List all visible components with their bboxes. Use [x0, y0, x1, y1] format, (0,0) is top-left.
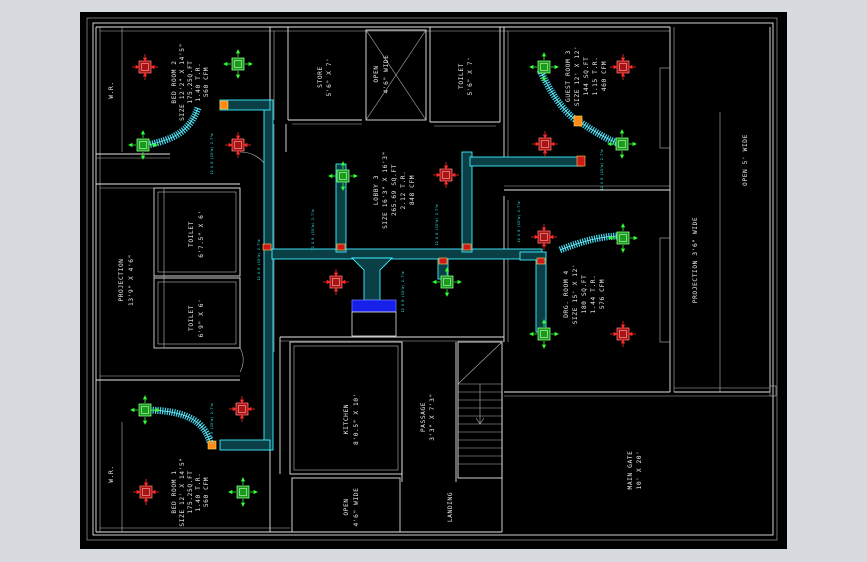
- red-square-grille-icon: [531, 130, 559, 158]
- store-name: STORE: [317, 66, 324, 88]
- projection-left-name: PROJECTION: [118, 258, 125, 301]
- lobby-tr: 2.12 T.R.: [400, 171, 407, 210]
- passage-name: PASSAGE: [420, 402, 427, 432]
- red-square-grille-icon: [530, 223, 558, 251]
- green-square-diffuser-icon: [228, 477, 258, 507]
- green-square-diffuser-icon: [529, 319, 559, 349]
- drg4-size: SIZE 15' X 12': [572, 264, 579, 325]
- toilet-b-size: 6'9" X 6': [198, 299, 205, 338]
- green-square-diffuser-icon: [529, 52, 559, 82]
- red-square-grille-icon: [609, 320, 637, 348]
- red-square-grille-icon: [224, 131, 252, 159]
- drg4-area: 180 SQ.FT: [581, 275, 588, 314]
- flex-ducts: [141, 68, 622, 444]
- bed2-area: 175.25Q.FT: [187, 60, 194, 103]
- red-square-grille-icon: [322, 268, 350, 296]
- duct-label: 12 X 8 (15"ø) 2.7"ø: [257, 239, 261, 281]
- guest3-area: 144 SQ.FT: [583, 57, 590, 96]
- toilet-a-size: 6'7.5" X 6': [198, 210, 205, 258]
- green-square-diffuser-icon: [128, 130, 158, 160]
- drg4-name: DRG. ROOM 4: [563, 270, 570, 318]
- drg4-cfm: 576 CFM: [599, 279, 606, 309]
- lobby-name: LOBBY 3: [373, 175, 380, 205]
- green-square-diffuser-icon: [130, 395, 160, 425]
- ahu-unit-icon: [351, 299, 397, 337]
- bed2-size: SIZE 12'2" X 14'5": [179, 43, 186, 121]
- bed2-name: BED ROOM 2: [171, 60, 178, 103]
- hvac-floor-plan[interactable]: W.R. BED ROOM 2 SIZE 12'2" X 14'5" 175.2…: [80, 12, 787, 549]
- bed1-size: SIZE 12' X 14'5": [179, 457, 186, 526]
- bed2-cfm: 560 CFM: [203, 67, 210, 97]
- projection-right-label: PROJECTION 3'6" WIDE: [692, 217, 699, 304]
- lobby-area: 265.69 SQ.FT: [391, 164, 398, 216]
- duct-label: 12 X 8 (15"ø) 2.7"ø: [210, 133, 214, 175]
- open-bottom-name: OPEN: [343, 498, 350, 515]
- store-size: 5'6" X 7': [326, 58, 333, 97]
- duct-network: [219, 99, 583, 451]
- drg4-tr: 1.44 T.R.: [590, 275, 597, 314]
- wr-label-bottom: W.R.: [108, 465, 115, 482]
- green-square-diffuser-icon: [432, 267, 462, 297]
- red-square-grille-icon: [132, 478, 160, 506]
- green-square-diffuser-icon: [608, 223, 638, 253]
- duct-label: 12 X 8 (15"ø) 2.7"ø: [311, 209, 315, 251]
- open-top-name: OPEN: [373, 65, 380, 82]
- bed1-cfm: 560 CFM: [203, 477, 210, 507]
- lobby-size: SIZE 16'3" X 16'3": [382, 151, 389, 229]
- dampers: [207, 100, 586, 450]
- green-square-diffuser-icon: [223, 49, 253, 79]
- kitchen-name: KITCHEN: [343, 404, 350, 434]
- sheet-border-inner: [92, 22, 774, 536]
- toilet-a-name: TOILET: [188, 221, 195, 247]
- duct-label: 12 X 8 (15"ø) 2.7"ø: [517, 201, 521, 243]
- open-right-label: OPEN 5' WIDE: [742, 134, 749, 186]
- open-top-size: 4'6" WIDE: [383, 55, 390, 94]
- green-square-diffuser-icon: [328, 161, 358, 191]
- kitchen-size: 8'0.5" X 10': [353, 393, 360, 445]
- bed1-name: BED ROOM 1: [171, 470, 178, 513]
- bed1-area: 175.25Q.FT: [187, 470, 194, 513]
- duct-label: 12 X 8 (15"ø) 2.7"ø: [600, 149, 604, 191]
- ahu-transition: [350, 257, 394, 301]
- green-square-diffuser-icon: [607, 129, 637, 159]
- red-square-grille-icon: [228, 395, 256, 423]
- main-gate-size: 10' X 20': [636, 451, 643, 490]
- wr-label-top: W.R.: [108, 81, 115, 98]
- walls: [95, 26, 777, 533]
- toilet-top-name: TOILET: [458, 63, 465, 89]
- main-gate-name: MAIN GATE: [627, 451, 634, 490]
- open-bottom-size: 4'6" WIDE: [353, 488, 360, 527]
- duct-label: 12 X 8 (15"ø) 2.7"ø: [401, 271, 405, 313]
- guest3-size: SIZE 12' X 12': [574, 46, 581, 107]
- red-square-grille-icon: [432, 161, 460, 189]
- red-square-grille-icon: [609, 53, 637, 81]
- red-square-grille-icon: [131, 53, 159, 81]
- sheet-border-outer: [86, 17, 778, 541]
- toilet-b-name: TOILET: [188, 305, 195, 331]
- toilet-top-size: 5'6" X 7': [467, 57, 474, 96]
- lobby-cfm: 848 CFM: [409, 175, 416, 205]
- cad-viewport[interactable]: W.R. BED ROOM 2 SIZE 12'2" X 14'5" 175.2…: [80, 12, 787, 549]
- duct-size-labels: 12 X 8 (15"ø) 2.7"ø 12 X 8 (15"ø) 2.7"ø …: [210, 133, 604, 445]
- guest3-name: GUEST ROOM 3: [565, 50, 572, 102]
- guest3-tr: 1.15 T.R.: [592, 57, 599, 96]
- landing-label: LANDING: [447, 492, 454, 522]
- bed2-tr: 1.40 T.R.: [195, 63, 202, 102]
- guest3-cfm: 460 CFM: [601, 61, 608, 91]
- bed1-tr: 1.40 T.R.: [195, 473, 202, 512]
- projection-left-size: 13'9" X 4'6": [128, 254, 135, 306]
- duct-label: 12 X 8 (15"ø) 2.7"ø: [435, 204, 439, 246]
- duct-label: 12 X 8 (15"ø) 2.7"ø: [210, 403, 214, 445]
- room-labels: W.R. BED ROOM 2 SIZE 12'2" X 14'5" 175.2…: [108, 43, 749, 527]
- passage-size: 3'3" X 7'3": [429, 393, 436, 441]
